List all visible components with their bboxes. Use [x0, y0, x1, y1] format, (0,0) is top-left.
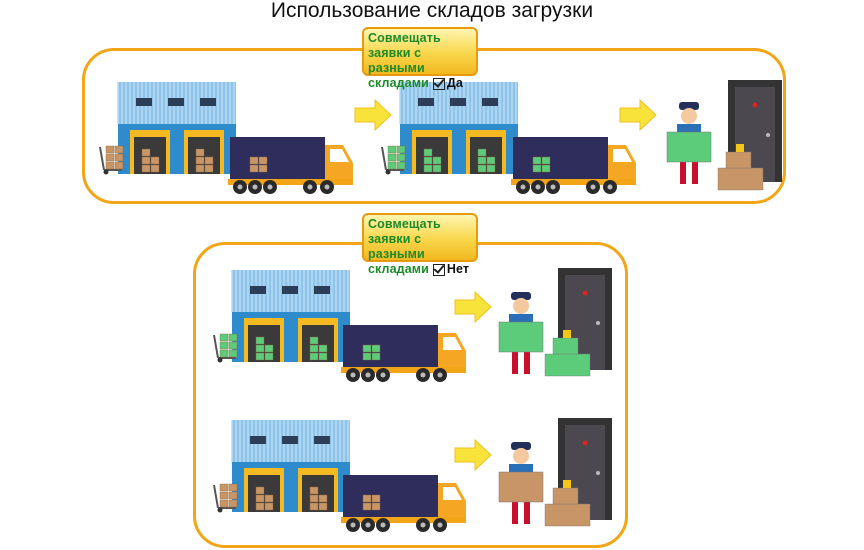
badge-line: заявки с разными	[368, 232, 425, 261]
courier-person-icon	[498, 292, 544, 374]
warehouse-icon	[381, 82, 518, 175]
hand-cart-icon	[381, 145, 406, 175]
courier-person-icon	[666, 102, 712, 184]
badge-combine-yes: Совмещать заявки с разными складами Да	[362, 27, 478, 90]
badge-line: заявки с разными	[368, 46, 425, 75]
badge-combine-no: Совмещать заявки с разными складами Нет	[362, 213, 478, 276]
hand-cart-icon	[99, 145, 124, 175]
door-icon	[728, 80, 782, 182]
warehouse-icon	[213, 420, 350, 513]
truck-icon	[511, 137, 636, 194]
warehouse-icon	[213, 270, 350, 363]
truck-icon	[341, 475, 466, 532]
badge-line: Совмещать	[368, 31, 441, 45]
arrow-right-icon	[454, 290, 492, 324]
hand-cart-icon	[213, 333, 238, 363]
badge-answer: Нет	[446, 262, 470, 276]
badge-answer: Да	[446, 76, 463, 90]
gift-boxes-icon	[717, 144, 764, 191]
gift-boxes-icon	[544, 330, 591, 377]
checkbox-icon	[432, 263, 445, 276]
arrow-right-icon	[354, 98, 392, 132]
arrow-right-icon	[619, 98, 657, 132]
page-title: Использование складов загрузки	[270, 0, 594, 22]
arrow-right-icon	[454, 438, 492, 472]
courier-person-icon	[498, 442, 544, 524]
checkbox-icon	[432, 77, 445, 90]
badge-line: складами	[368, 262, 429, 276]
gift-boxes-icon	[544, 480, 591, 527]
badge-line: складами	[368, 76, 429, 90]
warehouse-icon	[99, 82, 236, 175]
truck-icon	[341, 325, 466, 382]
hand-cart-icon	[213, 483, 238, 513]
badge-line: Совмещать	[368, 217, 441, 231]
truck-icon	[228, 137, 353, 194]
